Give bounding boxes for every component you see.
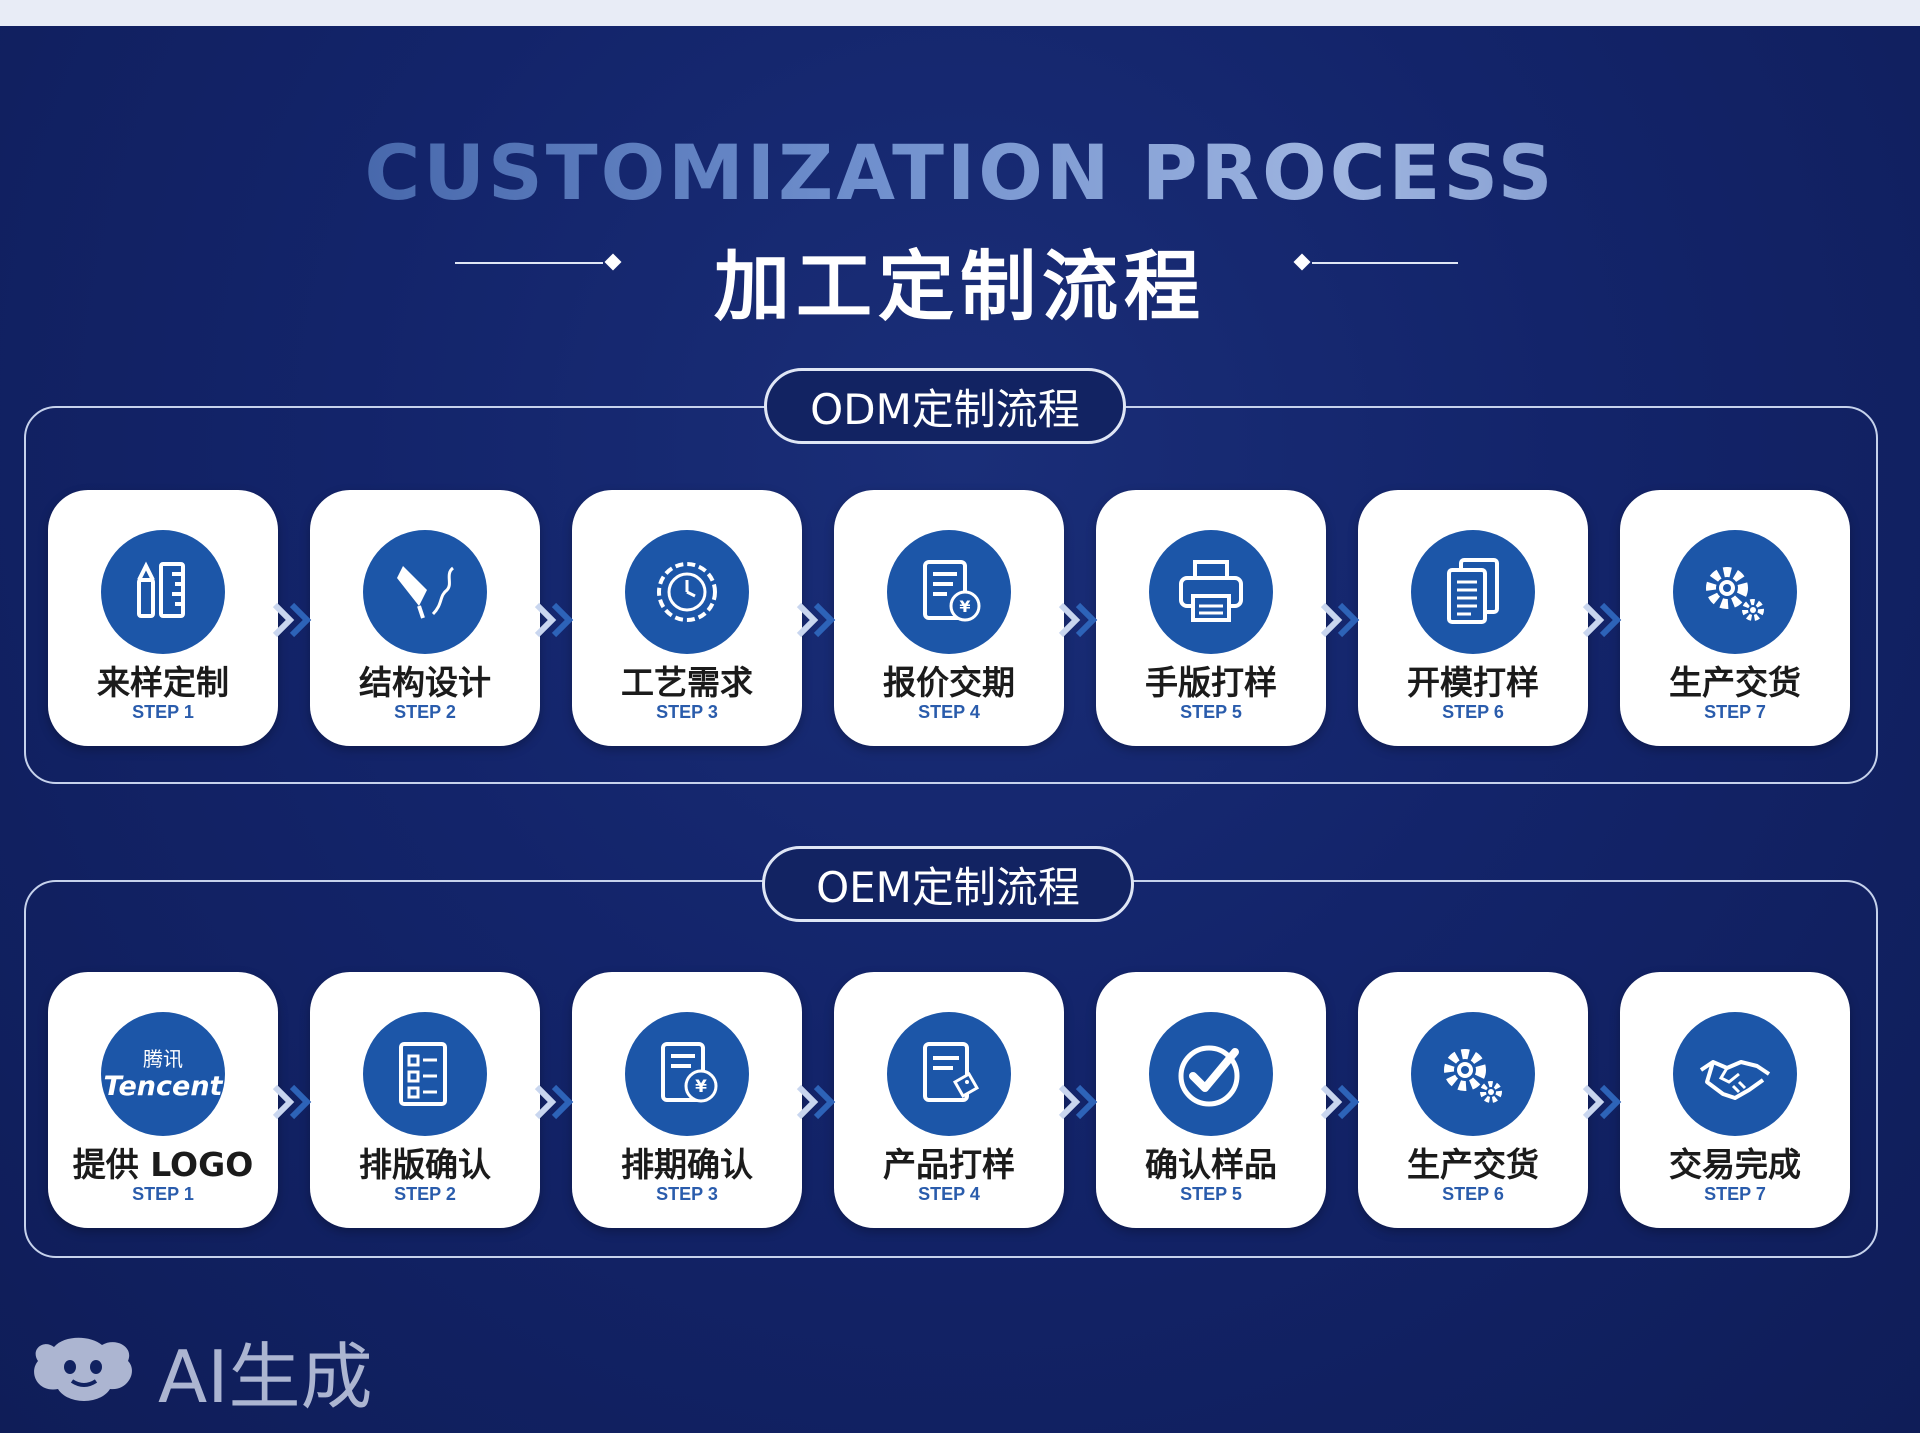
step-number: STEP 7: [1704, 702, 1766, 722]
odm-step-5-card: 手版打样 STEP 5: [1096, 490, 1326, 746]
oem-step-7-card: 交易完成 STEP 7: [1620, 972, 1850, 1228]
tencent-logo-cn: 腾讯: [142, 1046, 183, 1071]
chevron-right-icon: [272, 602, 312, 638]
chevron-right-icon: [796, 602, 836, 638]
step-number: STEP 7: [1704, 1184, 1766, 1204]
svg-text:¥: ¥: [695, 1077, 707, 1097]
chevron-right-icon: [1582, 1084, 1622, 1120]
chevron-right-icon: [1582, 602, 1622, 638]
chevron-right-icon: [1320, 602, 1360, 638]
oem-step-4-card: 产品打样 STEP 4: [834, 972, 1064, 1228]
title-chinese: 加工定制流程: [714, 242, 1206, 331]
title-line-left: [455, 262, 603, 264]
step-number: STEP 1: [132, 702, 194, 722]
gear-clock-icon: [625, 530, 749, 654]
step-label: 生产交货: [1669, 663, 1801, 702]
step-number: STEP 1: [132, 1184, 194, 1204]
chevron-right-icon: [1058, 602, 1098, 638]
step-label: 交易完成: [1669, 1145, 1801, 1184]
watermark-text: AI生成: [158, 1335, 373, 1419]
ai-watermark: AI生成: [30, 1318, 373, 1423]
document-tag-icon: [887, 1012, 1011, 1136]
step-label: 来样定制: [97, 663, 229, 702]
schedule-yen-icon: ¥: [625, 1012, 749, 1136]
step-label: 结构设计: [359, 663, 491, 702]
step-number: STEP 4: [918, 1184, 980, 1204]
oem-step-2-card: 排版确认 STEP 2: [310, 972, 540, 1228]
step-number: STEP 5: [1180, 1184, 1242, 1204]
chevron-right-icon: [272, 1084, 312, 1120]
chevron-right-icon: [796, 1084, 836, 1120]
odm-step-4-card: ¥ 报价交期 STEP 4: [834, 490, 1064, 746]
odm-section-title: ODM定制流程: [764, 368, 1126, 444]
gears-icon: [1673, 530, 1797, 654]
odm-step-6-card: 开模打样 STEP 6: [1358, 490, 1588, 746]
odm-step-7-card: 生产交货 STEP 7: [1620, 490, 1850, 746]
title-line-right: [1312, 262, 1458, 264]
step-number: STEP 3: [656, 702, 718, 722]
svg-text:¥: ¥: [959, 597, 970, 616]
oem-step-3-card: ¥ 排期确认 STEP 3: [572, 972, 802, 1228]
step-number: STEP 6: [1442, 702, 1504, 722]
check-circle-icon: [1149, 1012, 1273, 1136]
tencent-logo-icon: 腾讯 Tencent: [101, 1012, 225, 1136]
quote-document-yen-icon: ¥: [887, 530, 1011, 654]
step-number: STEP 4: [918, 702, 980, 722]
step-number: STEP 6: [1442, 1184, 1504, 1204]
oem-step-1-card: 腾讯 Tencent 提供 LOGO STEP 1: [48, 972, 278, 1228]
step-number: STEP 3: [656, 1184, 718, 1204]
step-number: STEP 2: [394, 1184, 456, 1204]
chevron-right-icon: [1320, 1084, 1360, 1120]
documents-icon: [1411, 530, 1535, 654]
step-label: 排版确认: [359, 1145, 491, 1184]
step-label: 确认样品: [1145, 1145, 1277, 1184]
step-label: 提供 LOGO: [72, 1145, 254, 1184]
gears-icon: [1411, 1012, 1535, 1136]
oem-step-6-card: 生产交货 STEP 6: [1358, 972, 1588, 1228]
step-number: STEP 2: [394, 702, 456, 722]
tencent-logo-en: Tencent: [103, 1070, 223, 1102]
step-label: 产品打样: [883, 1145, 1015, 1184]
chevron-right-icon: [534, 602, 574, 638]
step-label: 手版打样: [1145, 663, 1277, 702]
chevron-right-icon: [534, 1084, 574, 1120]
printer-icon: [1149, 530, 1273, 654]
title-english: CUSTOMIZATION PROCESS: [0, 128, 1920, 217]
chevron-right-icon: [1058, 1084, 1098, 1120]
handshake-icon: [1673, 1012, 1797, 1136]
top-strip: [0, 0, 1920, 26]
step-label: 工艺需求: [621, 663, 753, 702]
oem-step-5-card: 确认样品 STEP 5: [1096, 972, 1326, 1228]
sample-ruler-icon: [101, 530, 225, 654]
checklist-icon: [363, 1012, 487, 1136]
step-label: 开模打样: [1407, 663, 1539, 702]
oem-section-title: OEM定制流程: [762, 846, 1134, 922]
odm-step-2-card: 结构设计 STEP 2: [310, 490, 540, 746]
pen-nib-icon: [363, 530, 487, 654]
step-label: 排期确认: [621, 1145, 753, 1184]
odm-step-3-card: 工艺需求 STEP 3: [572, 490, 802, 746]
odm-step-1-card: 来样定制 STEP 1: [48, 490, 278, 746]
cloud-logo-icon: [34, 1337, 132, 1401]
step-label: 生产交货: [1407, 1145, 1539, 1184]
step-number: STEP 5: [1180, 702, 1242, 722]
step-label: 报价交期: [883, 663, 1015, 702]
